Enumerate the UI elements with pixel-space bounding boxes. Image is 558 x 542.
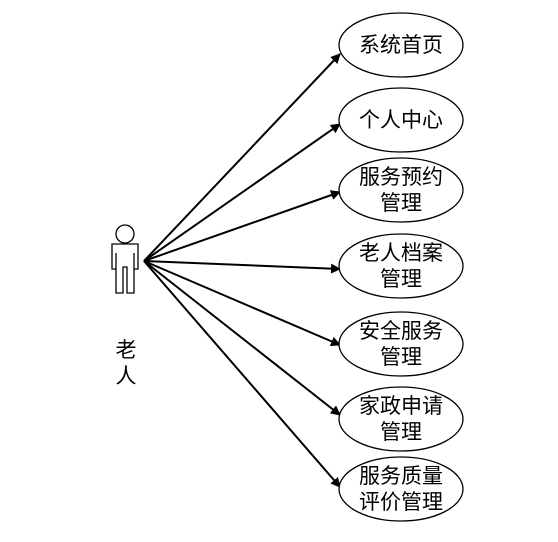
use-case-label-line: 管理: [380, 191, 422, 215]
association-arrow-elder-archive: [143, 260, 341, 274]
use-case-ellipse: [338, 87, 464, 153]
association-arrow-home: [143, 53, 341, 262]
use-case-label-line: 家政申请: [359, 394, 443, 418]
use-case-ellipse: [338, 233, 464, 299]
use-case-label-line: 管理: [380, 420, 422, 444]
association-arrow-personal-center: [143, 123, 341, 262]
association-arrows: [143, 53, 341, 488]
actor-name-line-1: 老: [116, 338, 137, 362]
actor-body: [111, 243, 139, 294]
use-case-label-line: 评价管理: [359, 490, 443, 514]
use-case-ellipse: [338, 12, 464, 78]
use-case-ellipse: [338, 157, 464, 223]
use-case-ellipse: [338, 456, 464, 522]
use-case-label-line: 管理: [380, 267, 422, 291]
actor-head: [115, 224, 135, 244]
use-case-personal-center: 个人中心: [338, 87, 464, 153]
use-case-ellipse: [338, 386, 464, 452]
use-case-ellipse: [338, 311, 464, 377]
use-case-label-line: 管理: [380, 345, 422, 369]
association-arrow-housekeeping-apply: [143, 260, 341, 416]
use-case-label-line: 个人中心: [359, 108, 443, 132]
association-arrow-safety-service: [143, 260, 341, 347]
association-arrow-service-appointment: [143, 190, 341, 262]
use-case-label-line: 老人档案: [359, 241, 443, 265]
use-case-label-line: 服务质量: [359, 464, 443, 488]
actor-name-line-2: 人: [116, 364, 137, 388]
use-case-label-line: 系统首页: [359, 33, 443, 57]
actor-figure: [111, 224, 139, 294]
use-case-label-line: 安全服务: [359, 319, 443, 343]
association-arrow-service-quality: [143, 260, 341, 488]
use-case-home: 系统首页: [338, 12, 464, 78]
use-case-label-line: 服务预约: [359, 165, 443, 189]
